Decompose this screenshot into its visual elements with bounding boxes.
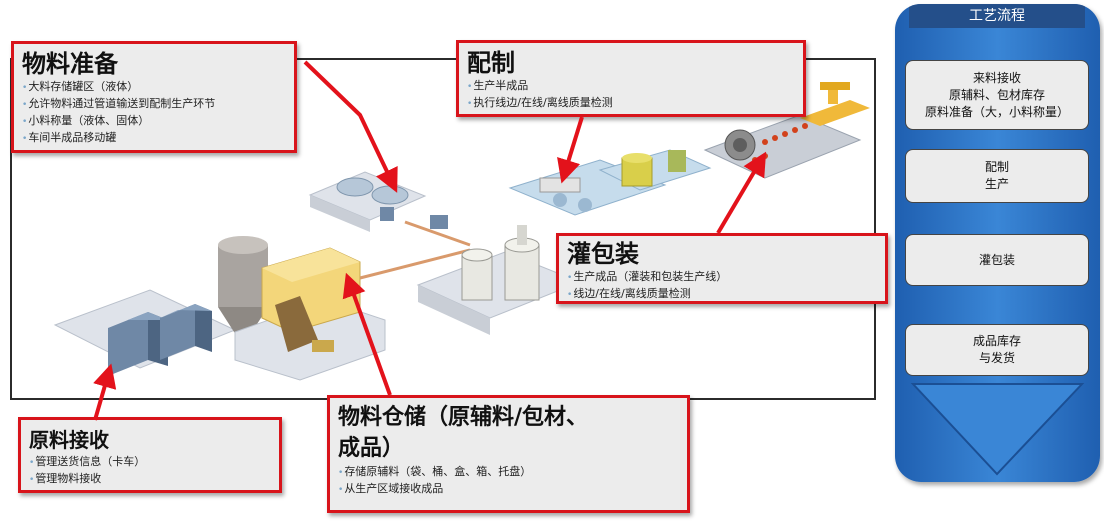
callout-title-line2: 成品） bbox=[338, 436, 405, 461]
list-item: •小料称量（液体、固体） bbox=[22, 114, 150, 127]
callout-title: 原料接收 bbox=[29, 428, 109, 452]
list-item: •允许物料通过管道输送到配制生产环节 bbox=[22, 97, 216, 110]
process-flow-panel: 工艺流程 来料接收 原辅料、包材库存 原料准备（大，小料称量） 配制 生产 灌包… bbox=[895, 4, 1100, 482]
flow-step-line: 与发货 bbox=[978, 351, 1015, 365]
callout-storage: 物料仓储（原辅料/包材、 成品） •存储原辅料（袋、桶、盒、箱、托盘） •从生产… bbox=[327, 395, 690, 513]
list-item: •线边/在线/离线质量检测 bbox=[567, 287, 691, 300]
callout-list: •管理送货信息（卡车） •管理物料接收 bbox=[29, 454, 279, 488]
flow-step-receiving: 来料接收 原辅料、包材库存 原料准备（大，小料称量） bbox=[905, 60, 1089, 130]
flow-step-line: 生产 bbox=[984, 177, 1009, 191]
callout-list: •生产半成品 •执行线边/在线/离线质量检测 bbox=[467, 78, 803, 112]
callout-list: •存储原辅料（袋、桶、盒、箱、托盘） •从生产区域接收成品 bbox=[338, 464, 687, 498]
callout-title: 物料准备 bbox=[22, 50, 118, 78]
flow-step-line: 灌包装 bbox=[978, 252, 1015, 267]
tank-farm bbox=[308, 171, 448, 232]
pipes bbox=[359, 220, 471, 280]
callout-receiving: 原料接收 •管理送货信息（卡车） •管理物料接收 bbox=[18, 417, 282, 493]
flow-step-line: 原辅料、包材库存 bbox=[948, 87, 1045, 102]
compounding-line bbox=[508, 149, 712, 216]
flow-step-line: 成品库存 bbox=[972, 334, 1021, 348]
callout-materials-prep: 物料准备 •大料存储罐区（液体） •允许物料通过管道输送到配制生产环节 •小料称… bbox=[11, 41, 297, 153]
flow-step-filling: 灌包装 bbox=[905, 234, 1089, 286]
flow-step-compounding: 配制 生产 bbox=[905, 149, 1089, 203]
callout-title: 配制 bbox=[467, 49, 515, 77]
callout-list: •生产成品（灌装和包装生产线） •线边/在线/离线质量检测 bbox=[567, 269, 885, 303]
list-item: •车间半成品移动罐 bbox=[22, 131, 117, 144]
callout-list: •大料存储罐区（液体） •允许物料通过管道输送到配制生产环节 •小料称量（液体、… bbox=[22, 79, 294, 147]
list-item: •管理送货信息（卡车） bbox=[29, 455, 146, 468]
flow-step-line: 来料接收 bbox=[972, 70, 1021, 85]
list-item: •大料存储罐区（液体） bbox=[22, 80, 139, 93]
callout-title: 灌包装 bbox=[567, 240, 639, 268]
list-item: •执行线边/在线/离线质量检测 bbox=[467, 96, 613, 109]
flow-arrow-shape bbox=[910, 383, 1085, 476]
flow-step-shipping: 成品库存 与发货 bbox=[905, 324, 1089, 376]
list-item: •管理物料接收 bbox=[29, 472, 102, 485]
callout-compounding: 配制 •生产半成品 •执行线边/在线/离线质量检测 bbox=[456, 40, 806, 117]
flow-header: 工艺流程 bbox=[909, 4, 1085, 28]
list-item: •从生产区域接收成品 bbox=[338, 482, 444, 495]
receiving-area bbox=[53, 289, 237, 376]
callout-filling: 灌包装 •生产成品（灌装和包装生产线） •线边/在线/离线质量检测 bbox=[556, 233, 888, 304]
list-item: •生产半成品 bbox=[467, 79, 529, 92]
list-item: •生产成品（灌装和包装生产线） bbox=[567, 270, 728, 283]
list-item: •存储原辅料（袋、桶、盒、箱、托盘） bbox=[338, 465, 532, 478]
flow-step-line: 配制 bbox=[984, 160, 1009, 174]
callout-title-line1: 物料仓储（原辅料/包材、 bbox=[338, 405, 589, 430]
silo bbox=[218, 236, 268, 335]
flow-step-line: 原料准备（大，小料称量） bbox=[924, 104, 1069, 119]
